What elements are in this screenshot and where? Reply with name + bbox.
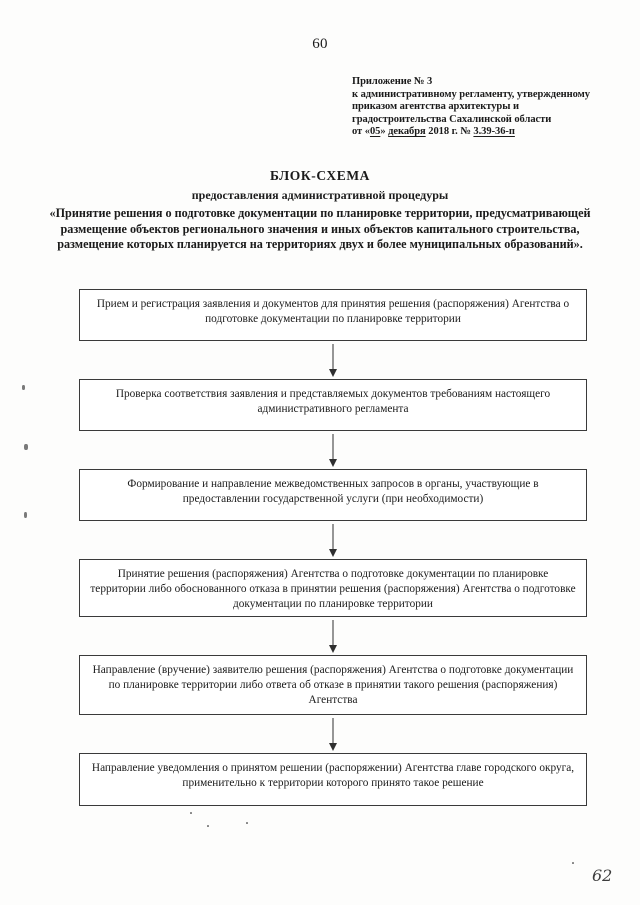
flow-connector-arrow [79, 341, 587, 379]
page-title: БЛОК-СХЕМА [269, 168, 371, 183]
document-title-block: БЛОК-СХЕМА предоставления административн… [40, 168, 600, 253]
scan-speck [22, 385, 25, 390]
scan-speck [190, 812, 192, 814]
node-delivery: Направление (вручение) заявителю решения… [79, 655, 587, 715]
arrow-head-icon [329, 549, 337, 557]
arrow-head-icon [329, 369, 337, 377]
arrow-head-icon [329, 645, 337, 653]
node-notification: Направление уведомления о принятом решен… [79, 753, 587, 806]
date-prefix: от « [352, 126, 370, 138]
arrow-line [332, 718, 334, 745]
arrow-line [332, 344, 334, 371]
flow-node-label: Направление уведомления о принятом решен… [91, 762, 575, 790]
title-subtitle: предоставления административной процедур… [191, 188, 449, 202]
flow-connector-arrow [79, 431, 587, 469]
appendix-date-line: от «05» декабря 2018 г. № 3.39-36-п [352, 126, 604, 139]
flow-connector-arrow [79, 715, 587, 753]
node-decision: Принятие решения (распоряжения) Агентств… [79, 559, 587, 617]
arrow-head-icon [329, 459, 337, 467]
flowchart: Прием и регистрация заявления и документ… [79, 289, 587, 806]
flow-node-label: Направление (вручение) заявителю решения… [92, 664, 574, 707]
appendix-line-3: приказом агентства архитектуры и [352, 101, 519, 113]
node-verification: Проверка соответствия заявления и предст… [79, 379, 587, 431]
appendix-reference-block: Приложение № 3 к административному регла… [352, 76, 604, 139]
flow-node-label: Прием и регистрация заявления и документ… [96, 298, 570, 326]
appendix-line-2: к административному регламенту, утвержде… [352, 88, 590, 100]
appendix-line-4: градостроительства Сахалинской области [352, 113, 552, 125]
date-year: 2018 г. № [428, 126, 471, 138]
flow-node-label: Проверка соответствия заявления и предст… [115, 388, 551, 416]
date-day: 05 [369, 126, 381, 138]
flow-connector-arrow [79, 521, 587, 559]
node-interagency-requests: Формирование и направление межведомствен… [79, 469, 587, 521]
arrow-line [332, 620, 334, 647]
scan-speck [207, 825, 209, 827]
scan-speck [24, 512, 27, 518]
title-procedure-name: «Принятие решения о подготовке документа… [49, 206, 591, 251]
handwritten-page-mark: 62 [592, 866, 613, 885]
page-number: 60 [312, 36, 328, 52]
arrow-line [332, 524, 334, 551]
flow-node-label: Формирование и направление межведомствен… [127, 478, 539, 506]
date-mid: » [380, 126, 386, 138]
arrow-head-icon [329, 743, 337, 751]
arrow-line [332, 434, 334, 461]
node-intake: Прием и регистрация заявления и документ… [79, 289, 587, 341]
scan-speck [246, 822, 248, 824]
scan-speck [24, 444, 28, 450]
flow-connector-arrow [79, 617, 587, 655]
flow-node-label: Принятие решения (распоряжения) Агентств… [90, 568, 576, 611]
scan-speck [572, 862, 574, 864]
appendix-line-1: Приложение № 3 [352, 76, 433, 87]
date-month: декабря [388, 126, 426, 138]
date-number: 3.39-36-п [473, 126, 515, 138]
